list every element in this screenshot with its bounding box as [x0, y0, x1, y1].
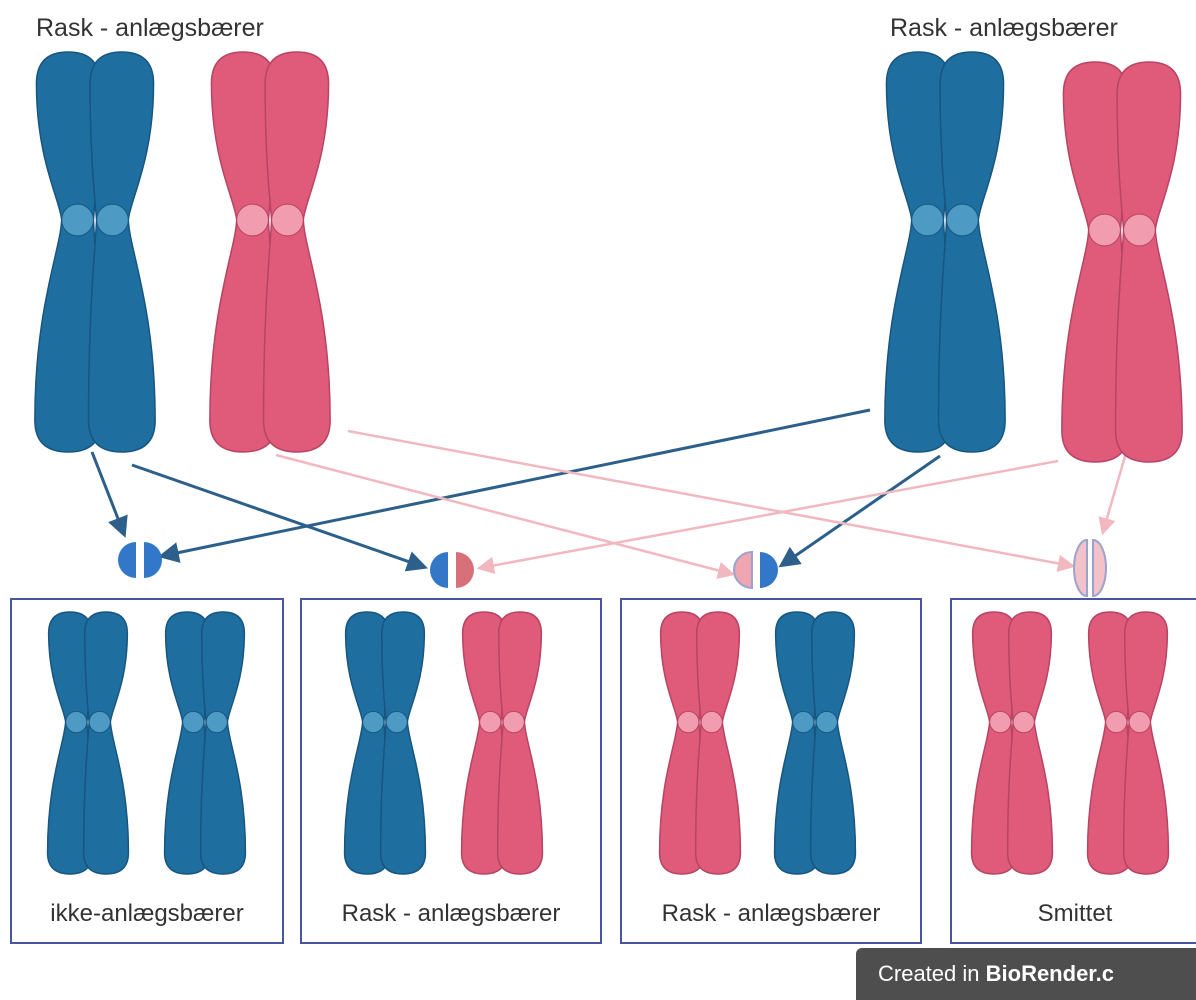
offspring-1-label: ikke-anlægsbærer	[12, 900, 282, 928]
parent-2-chromosome-2-centromere	[1089, 214, 1121, 246]
arrow-parent2-red-to-gamete2	[480, 461, 1058, 568]
gamete-3	[734, 552, 778, 588]
parent-2-chromosome-2	[1062, 62, 1182, 462]
arrow-parent1-red-to-gamete3	[276, 455, 732, 574]
offspring-box-3: Rask - anlægsbærer	[620, 598, 922, 944]
parent-1-chromosome-1-centromere	[62, 204, 94, 236]
offspring-box-2: Rask - anlægsbærer	[300, 598, 602, 944]
gamete-4	[1074, 540, 1106, 596]
parent-1-chromosome-2-centromere	[272, 204, 304, 236]
parent-1-chromosome-2-centromere	[237, 204, 269, 236]
watermark-brand: BioRender.c	[986, 961, 1114, 986]
arrow-parent1-blue-to-gamete1	[92, 452, 124, 534]
parent-1-chromosome-1-centromere	[97, 204, 129, 236]
parent-2-chromosome-1-chromatid	[939, 52, 1006, 452]
offspring-box-1: ikke-anlægsbærer	[10, 598, 284, 944]
gamete-2	[430, 552, 474, 588]
offspring-3-label: Rask - anlægsbærer	[622, 900, 920, 928]
offspring-box-4: Smittet	[950, 598, 1196, 944]
parent-2-chromosome-1-centromere	[947, 204, 979, 236]
parent-2-chromosome-1	[885, 52, 1005, 452]
parent-2-label: Rask - anlægsbærer	[890, 14, 1118, 43]
arrow-parent2-blue-to-gamete3	[782, 456, 940, 565]
parent-1-chromosome-1	[35, 52, 155, 452]
parent-1-label: Rask - anlægsbærer	[36, 14, 264, 43]
parent-1-chromosome-2-chromatid	[264, 52, 331, 452]
parent-2-chromosome-1-centromere	[912, 204, 944, 236]
offspring-2-label: Rask - anlægsbærer	[302, 900, 600, 928]
parent-1-chromosome-1-chromatid	[89, 52, 156, 452]
offspring-4-label: Smittet	[952, 900, 1196, 928]
biorender-watermark: Created in BioRender.c	[856, 948, 1196, 1000]
parent-1-chromosome-2	[210, 52, 330, 452]
watermark-prefix: Created in	[878, 961, 986, 986]
gamete-1	[118, 542, 162, 578]
parent-2-chromosome-2-centromere	[1124, 214, 1156, 246]
gametes	[118, 540, 1106, 596]
parent-2-chromosome-2-chromatid	[1116, 62, 1183, 462]
